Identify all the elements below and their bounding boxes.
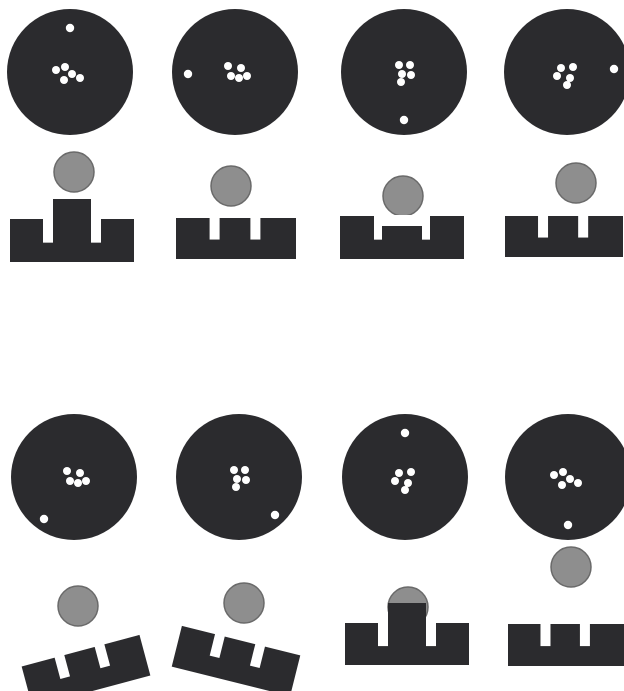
- disc-dot-1: [63, 467, 71, 475]
- disc-dot-1: [557, 64, 565, 72]
- disc-dot-4: [74, 479, 82, 487]
- disc-dot-3: [553, 72, 561, 80]
- base-slot-left: [538, 215, 548, 238]
- disc-dot-2: [407, 468, 415, 476]
- base: [21, 634, 150, 691]
- base-slot-left: [374, 216, 382, 240]
- edge-dot: [184, 70, 192, 78]
- ball: [556, 163, 596, 203]
- disc-dot-2: [61, 63, 69, 71]
- base: [10, 199, 134, 262]
- disc-dot-4: [404, 479, 412, 487]
- disc-dot-5: [82, 477, 90, 485]
- edge-dot: [66, 24, 74, 32]
- disc-dot-5: [397, 78, 405, 86]
- disc-dot-3: [391, 477, 399, 485]
- disc-dot-1: [230, 466, 238, 474]
- ball: [551, 547, 591, 587]
- base-block: [176, 218, 296, 259]
- disc-dot-2: [559, 468, 567, 476]
- disc: [504, 9, 624, 135]
- disc-dot-1: [550, 471, 558, 479]
- disc-dot-4: [558, 481, 566, 489]
- edge-dot: [400, 116, 408, 124]
- base-slot-left: [210, 217, 220, 240]
- disc-dot-4: [242, 476, 250, 484]
- edge-dot: [610, 65, 618, 73]
- ball: [54, 152, 94, 192]
- disc-dot-1: [224, 62, 232, 70]
- base-slot-right: [91, 219, 101, 243]
- panel-r1-c1: [7, 9, 134, 262]
- edge-dot: [564, 521, 572, 529]
- edge-dot: [271, 511, 279, 519]
- disc-dot-5: [401, 486, 409, 494]
- panel-r2-c1: [11, 414, 150, 691]
- panel-r1-c4: [504, 9, 624, 257]
- base-slot-right: [580, 623, 590, 646]
- disc-dot-3: [68, 70, 76, 78]
- panel-r1-c2: [172, 9, 298, 259]
- base-slot-left: [43, 219, 53, 243]
- disc: [505, 414, 624, 540]
- base: [340, 215, 464, 259]
- base-recess: [374, 215, 430, 227]
- disc-dot-5: [232, 483, 240, 491]
- disc-dot-5: [574, 479, 582, 487]
- base-slot-right: [422, 216, 430, 240]
- ball: [211, 166, 251, 206]
- disc-dot-5: [243, 72, 251, 80]
- base: [176, 217, 296, 259]
- disc-dot-4: [235, 74, 243, 82]
- base-block: [508, 624, 624, 666]
- panel-r2-c4: [505, 414, 624, 666]
- base-block: [345, 623, 469, 665]
- base-post: [53, 199, 91, 221]
- edge-dot: [40, 515, 48, 523]
- disc-dot-3: [566, 475, 574, 483]
- disc: [11, 414, 137, 540]
- base-slot-right: [426, 623, 436, 646]
- disc-dot-5: [563, 81, 571, 89]
- base: [345, 603, 469, 665]
- ball: [224, 583, 264, 623]
- base-block: [22, 635, 151, 691]
- disc-dot-3: [66, 477, 74, 485]
- disc-dot-3: [227, 72, 235, 80]
- disc-dot-4: [566, 74, 574, 82]
- base-block: [172, 626, 301, 691]
- disc-dot-3: [233, 475, 241, 483]
- base-slot-left: [378, 623, 388, 646]
- base-post: [388, 603, 426, 625]
- base: [508, 623, 624, 666]
- base-slot-left: [540, 623, 550, 646]
- disc-dot-1: [395, 469, 403, 477]
- base-block: [505, 216, 623, 257]
- panel-r1-c3: [340, 9, 467, 259]
- base: [172, 625, 301, 691]
- disc-dot-5: [76, 74, 84, 82]
- disc-dot-4: [60, 76, 68, 84]
- base-post: [382, 226, 422, 230]
- ball: [58, 586, 98, 626]
- base-slot-right: [250, 217, 260, 240]
- disc-dot-1: [395, 61, 403, 69]
- disc-dot-4: [407, 71, 415, 79]
- panel-r2-c2: [172, 414, 302, 691]
- base-block: [10, 219, 134, 262]
- disc-dot-1: [52, 66, 60, 74]
- ball: [383, 176, 423, 216]
- edge-dot: [401, 429, 409, 437]
- disc-dot-2: [241, 466, 249, 474]
- panel-r2-c3: [342, 414, 469, 665]
- disc-dot-2: [406, 61, 414, 69]
- base-slot-right: [578, 215, 588, 238]
- disc-dot-2: [237, 64, 245, 72]
- disc-dot-3: [398, 70, 406, 78]
- base: [505, 215, 623, 257]
- disc-dot-2: [76, 469, 84, 477]
- disc-dot-2: [569, 63, 577, 71]
